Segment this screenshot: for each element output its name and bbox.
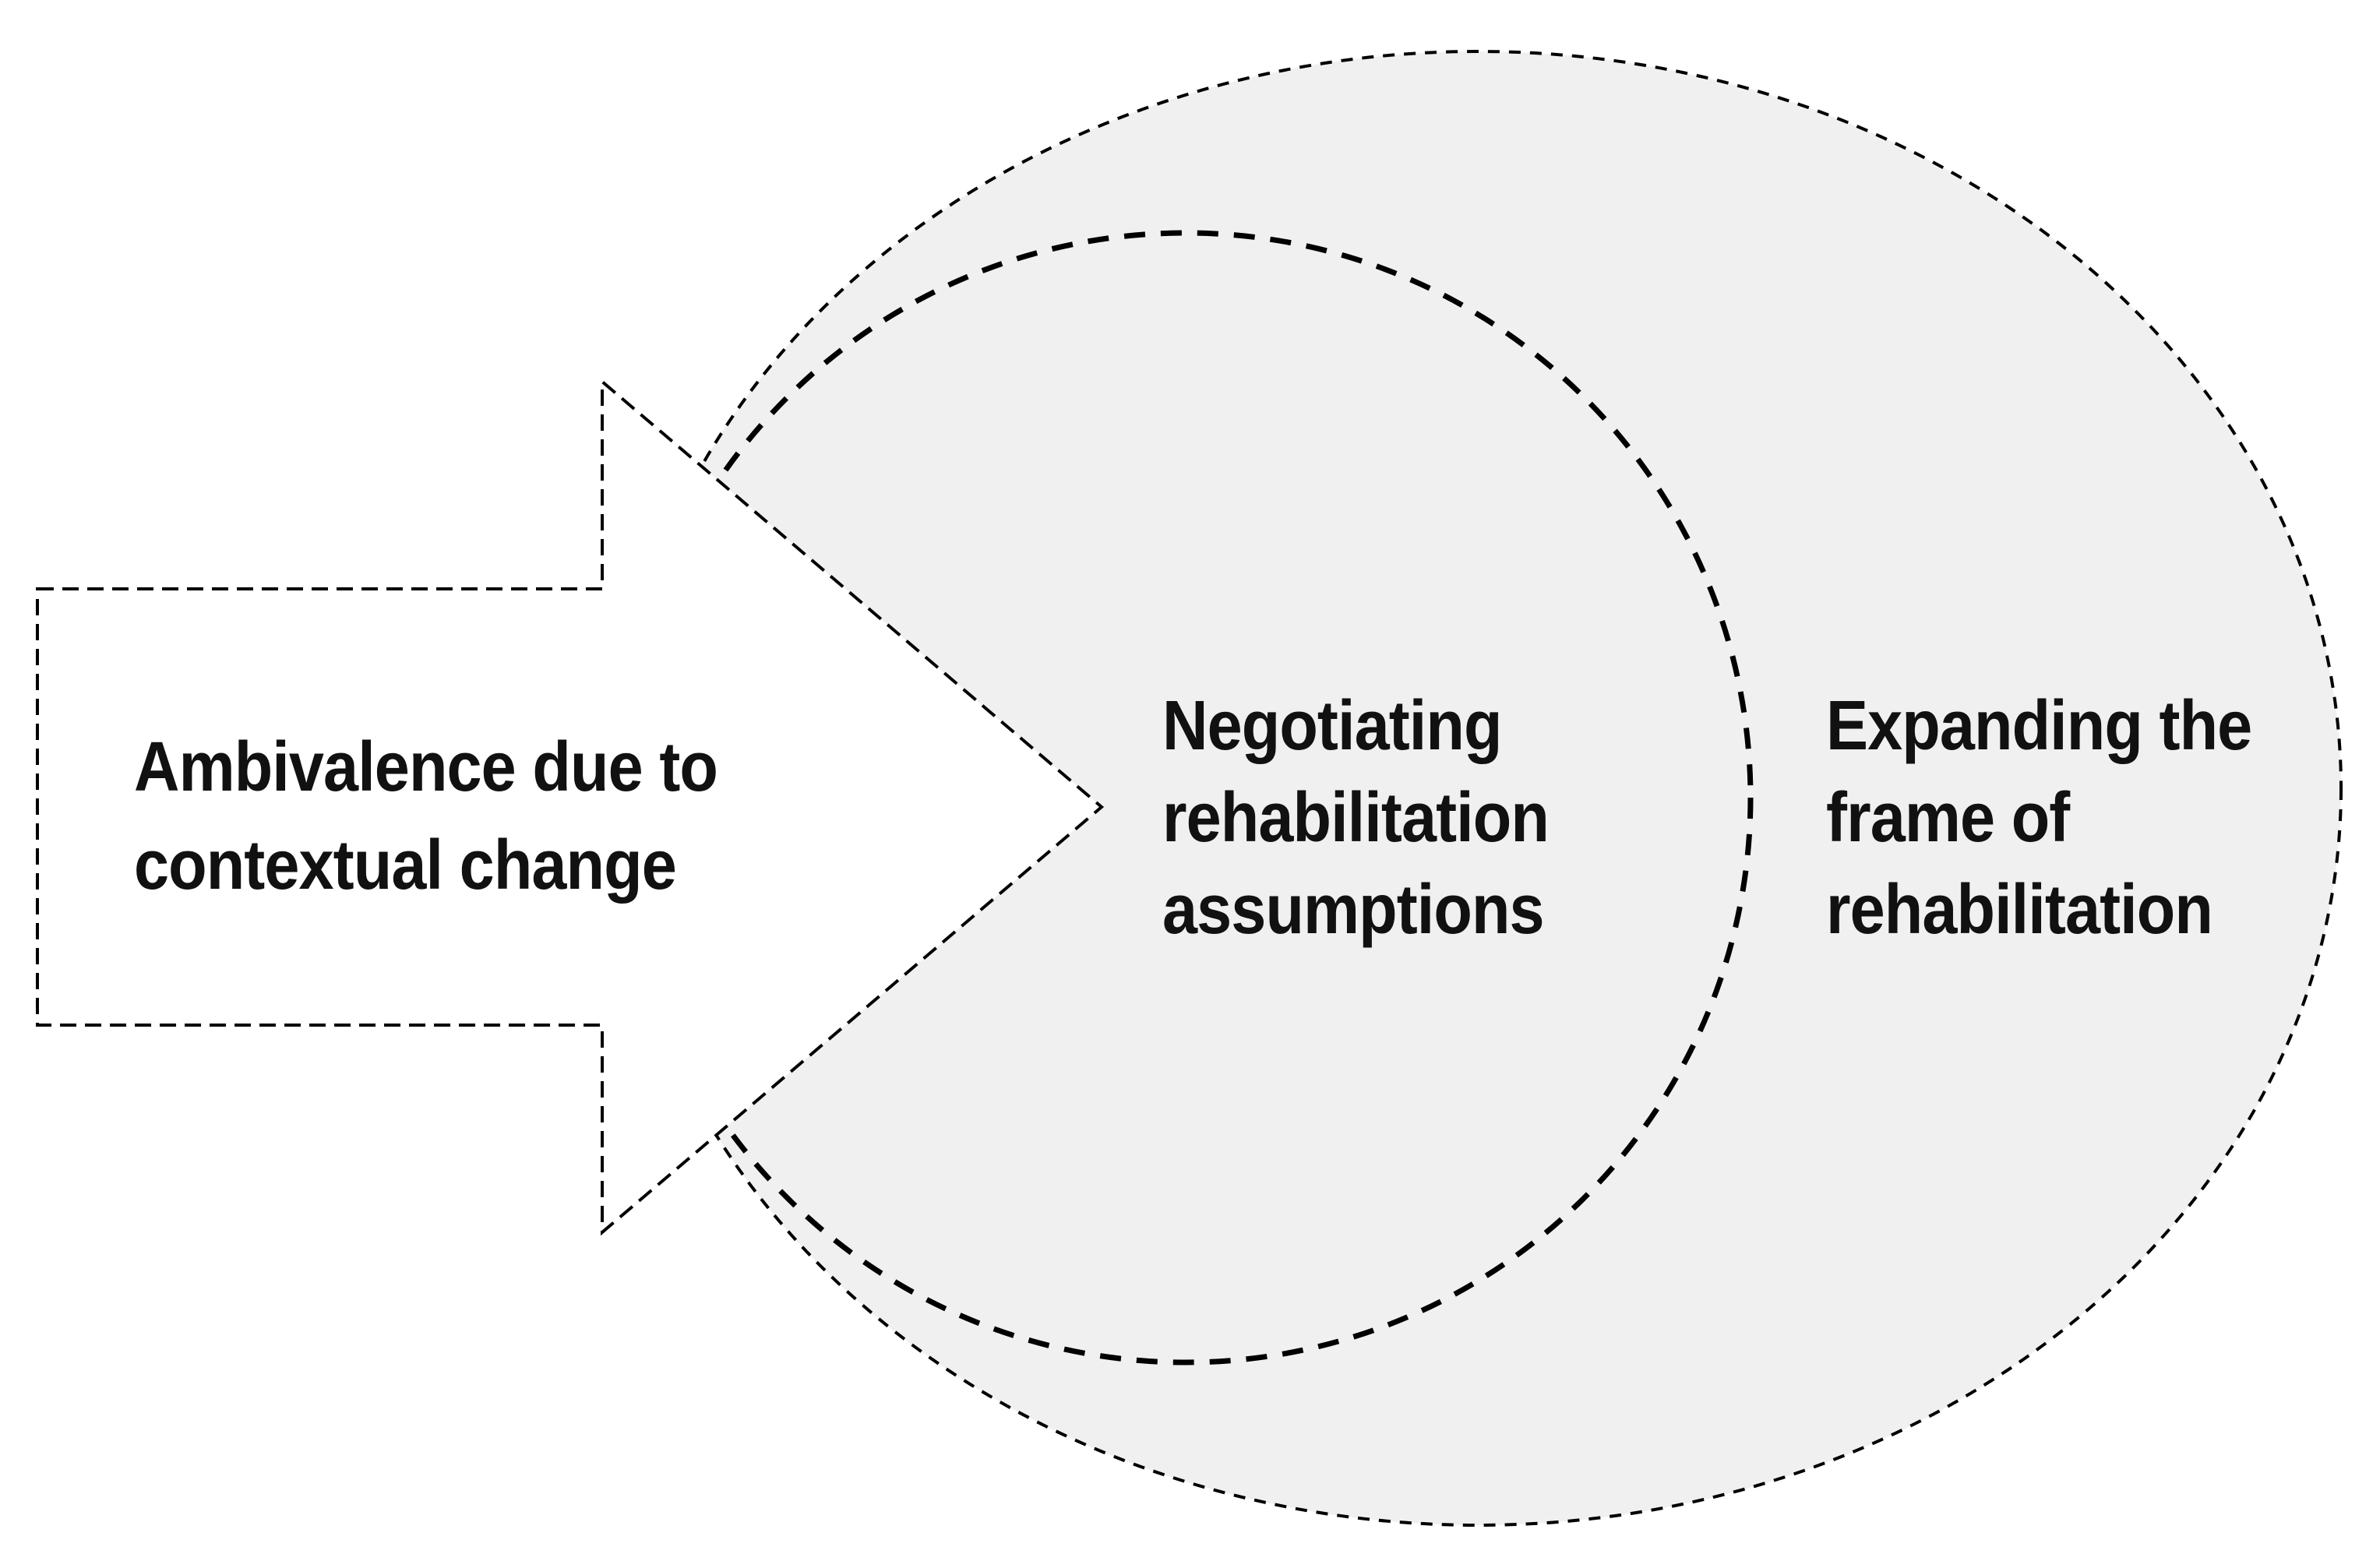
outer-ellipse-shape bbox=[613, 50, 2343, 1527]
outer-ellipse-label: Expanding the frame of rehabilitation bbox=[1826, 687, 2252, 949]
arrow-shape bbox=[36, 378, 1105, 1236]
inner-circle-label: Negotiating rehabilitation assumptions bbox=[1162, 687, 1550, 949]
arrow-label: Ambivalence due to contextual change bbox=[134, 728, 718, 904]
